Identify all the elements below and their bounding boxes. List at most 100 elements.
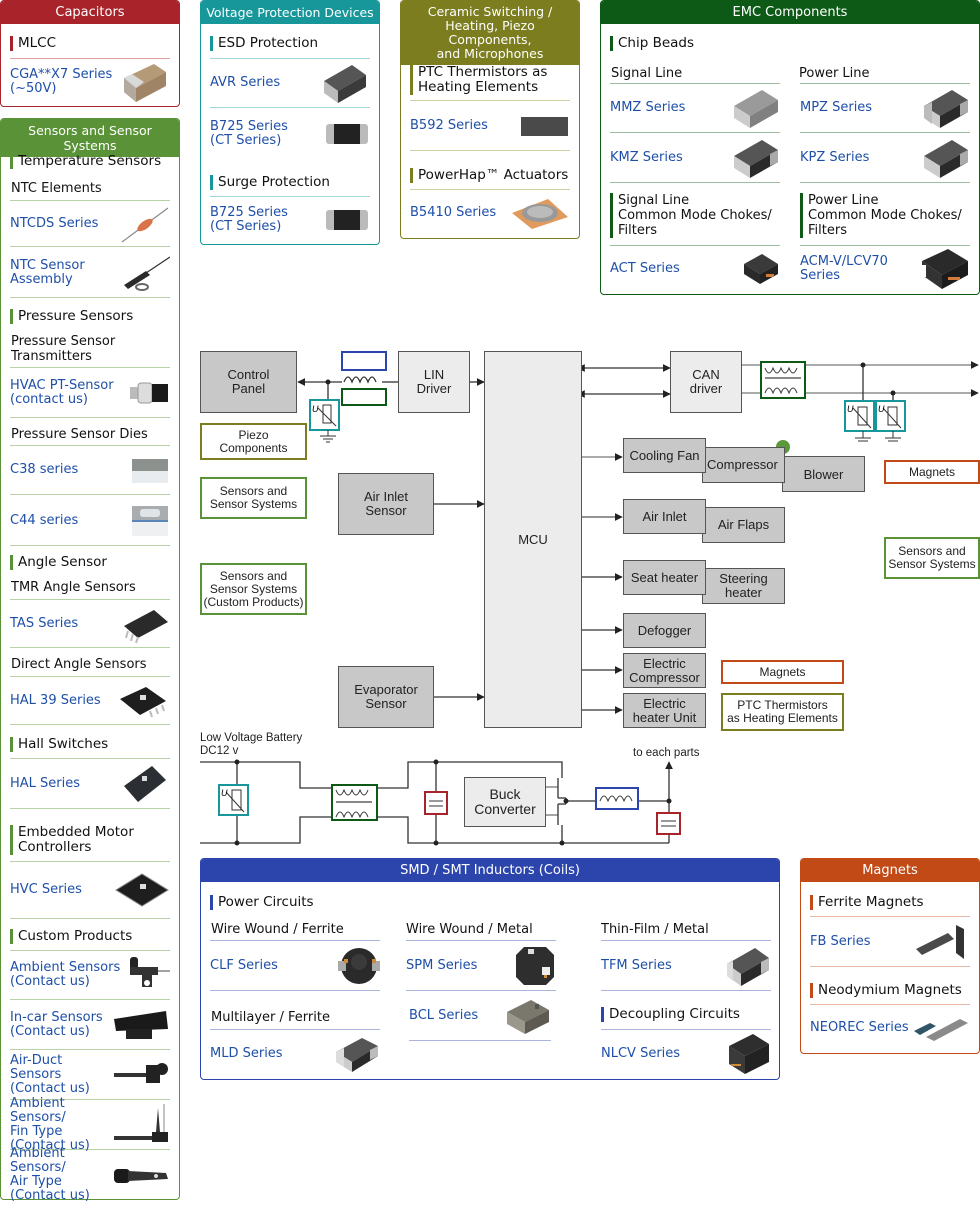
seat-heater-block[interactable]: Seat heater (623, 560, 706, 595)
acm-v-lcv70-link[interactable]: ACM-V/LCV70 Series (800, 254, 888, 283)
cga-x7-series-link[interactable]: CGA**X7 Series (~50V) (10, 67, 113, 96)
tfm-series-link[interactable]: TFM Series (601, 957, 672, 973)
neorec-series-row[interactable]: NEOREC Series (810, 1005, 970, 1051)
tas-series-row[interactable]: TAS Series (10, 600, 170, 648)
c44-series-link[interactable]: C44 series (10, 512, 79, 528)
magnets-label-2[interactable]: Magnets (721, 660, 844, 684)
act-series-row[interactable]: ACT Series (610, 246, 780, 292)
kmz-series-link[interactable]: KMZ Series (610, 150, 683, 165)
electric-heater-block[interactable]: Electric heater Unit (623, 693, 706, 728)
evaporator-sensor-block[interactable]: Evaporator Sensor (338, 666, 434, 728)
magnets-label-1[interactable]: Magnets (884, 460, 980, 484)
clf-series-link[interactable]: CLF Series (210, 957, 278, 973)
ntcds-series-row[interactable]: NTCDS Series (10, 201, 170, 247)
tfm-series-row[interactable]: TFM Series (601, 941, 771, 991)
avr-series-link[interactable]: AVR Series (210, 75, 281, 90)
cooling-fan-block[interactable]: Cooling Fan (623, 438, 706, 473)
b725-esd-row[interactable]: B725 Series (CT Series) (210, 109, 370, 159)
neorec-series-link[interactable]: NEOREC Series (810, 1020, 909, 1035)
lin-driver-block[interactable]: LIN Driver (398, 351, 470, 413)
piezo-components-label[interactable]: Piezo Components (200, 423, 307, 460)
c44-series-row[interactable]: C44 series (10, 496, 170, 546)
mpz-series-row[interactable]: MPZ Series (800, 84, 970, 133)
act-series-link[interactable]: ACT Series (610, 261, 680, 276)
nlcv-series-row[interactable]: NLCV Series (601, 1030, 771, 1078)
kpz-series-link[interactable]: KPZ Series (800, 150, 870, 165)
sensors-custom-label[interactable]: Sensors and Sensor Systems (Custom Produ… (200, 563, 307, 615)
sensors-systems-label-2[interactable]: Sensors and Sensor Systems (884, 537, 980, 579)
hvc-series-row[interactable]: HVC Series (10, 862, 170, 919)
tas-series-link[interactable]: TAS Series (10, 615, 79, 631)
bcl-series-row[interactable]: BCL Series (409, 992, 551, 1041)
cga-x7-series-row[interactable]: CGA**X7 Series (~50V) (10, 59, 170, 105)
emc-header[interactable]: EMC Components (601, 1, 979, 24)
hvc-series-link[interactable]: HVC Series (10, 882, 82, 897)
buck-converter-block[interactable]: Buck Converter (464, 777, 546, 827)
b5410-series-row[interactable]: B5410 Series (410, 190, 570, 236)
air-duct-sensors-row[interactable]: Air-Duct Sensors (Contact us) (10, 1051, 170, 1100)
sensors-systems-label-1[interactable]: Sensors and Sensor Systems (200, 477, 307, 519)
b592-series-link[interactable]: B592 Series (410, 117, 488, 133)
ptc-label[interactable]: PTC Thermistors as Heating Elements (721, 693, 844, 731)
bcl-series-link[interactable]: BCL Series (409, 1008, 479, 1023)
ambient-sensors-row[interactable]: Ambient Sensors (Contact us) (10, 951, 170, 1000)
air-inlet-block[interactable]: Air Inlet (623, 499, 706, 534)
ambient-fin-type-row[interactable]: Ambient Sensors/ Fin Type (Contact us) (10, 1097, 170, 1153)
ntc-sensor-assembly-row[interactable]: NTC Sensor Assembly (10, 248, 170, 298)
avr-series-row[interactable]: AVR Series (210, 59, 370, 108)
hvac-pt-sensor-row[interactable]: HVAC PT-Sensor (contact us) (10, 368, 170, 418)
air-duct-sensors-link[interactable]: Air-Duct Sensors (Contact us) (10, 1053, 90, 1096)
mld-series-link[interactable]: MLD Series (210, 1046, 283, 1061)
hal-39-series-row[interactable]: HAL 39 Series (10, 677, 170, 725)
hall-switches-heading: Hall Switches (10, 737, 108, 752)
magnets-header[interactable]: Magnets (801, 859, 979, 882)
acm-v-lcv70-row[interactable]: ACM-V/LCV70 Series (800, 246, 970, 292)
sensors-header[interactable]: Sensors and Sensor Systems (1, 119, 179, 157)
mpz-series-link[interactable]: MPZ Series (800, 100, 873, 115)
hal-39-series-link[interactable]: HAL 39 Series (10, 692, 101, 708)
control-panel-block[interactable]: Control Panel (200, 351, 297, 413)
kmz-series-row[interactable]: KMZ Series (610, 134, 780, 183)
compressor-block[interactable]: Compressor (702, 447, 785, 483)
fb-series-row[interactable]: FB Series (810, 917, 970, 967)
ambient-air-type-link[interactable]: Ambient Sensors/ Air Type (Contact us) (10, 1146, 90, 1203)
electric-compressor-block[interactable]: Electric Compressor (623, 653, 706, 688)
hal-series-row[interactable]: HAL Series (10, 759, 170, 809)
in-car-sensors-link[interactable]: In-car Sensors (Contact us) (10, 1010, 103, 1039)
b725-surge-link[interactable]: B725 Series (CT Series) (210, 205, 288, 234)
spm-series-row[interactable]: SPM Series (406, 941, 556, 991)
ntcds-series-link[interactable]: NTCDS Series (10, 215, 99, 231)
c38-series-row[interactable]: C38 series (10, 446, 170, 495)
ambient-sensors-link[interactable]: Ambient Sensors (Contact us) (10, 960, 121, 989)
air-flaps-block[interactable]: Air Flaps (702, 507, 785, 543)
b725-surge-row[interactable]: B725 Series (CT Series) (210, 197, 370, 243)
ambient-fin-type-link[interactable]: Ambient Sensors/ Fin Type (Contact us) (10, 1096, 90, 1153)
fb-series-link[interactable]: FB Series (810, 933, 871, 949)
can-driver-block[interactable]: CAN driver (670, 351, 742, 413)
spm-series-link[interactable]: SPM Series (406, 957, 478, 973)
b5410-series-link[interactable]: B5410 Series (410, 205, 497, 220)
in-car-sensors-row[interactable]: In-car Sensors (Contact us) (10, 1001, 170, 1050)
voltage-protection-header[interactable]: Voltage Protection Devices (201, 1, 379, 24)
steering-heater-block[interactable]: Steering heater (702, 568, 785, 604)
defogger-block[interactable]: Defogger (623, 613, 706, 648)
c38-series-link[interactable]: C38 series (10, 462, 79, 477)
mld-series-row[interactable]: MLD Series (210, 1030, 380, 1078)
ntc-sensor-assembly-link[interactable]: NTC Sensor Assembly (10, 257, 85, 287)
inductors-header[interactable]: SMD / SMT Inductors (Coils) (201, 859, 779, 882)
b725-esd-link[interactable]: B725 Series (CT Series) (210, 119, 288, 148)
kpz-series-row[interactable]: KPZ Series (800, 134, 970, 183)
hal-series-link[interactable]: HAL Series (10, 775, 81, 791)
nlcv-series-link[interactable]: NLCV Series (601, 1046, 681, 1061)
ambient-air-type-row[interactable]: Ambient Sensors/ Air Type (Contact us) (10, 1147, 170, 1203)
ceramic-header[interactable]: Ceramic Switching / Heating, Piezo Compo… (401, 1, 579, 65)
mmz-series-link[interactable]: MMZ Series (610, 100, 686, 115)
mmz-series-row[interactable]: MMZ Series (610, 84, 780, 133)
b592-series-row[interactable]: B592 Series (410, 101, 570, 151)
hvac-pt-sensor-link[interactable]: HVAC PT-Sensor (contact us) (10, 377, 114, 407)
clf-series-row[interactable]: CLF Series (210, 941, 380, 991)
capacitors-header[interactable]: Capacitors (1, 1, 179, 24)
blower-block[interactable]: Blower (782, 456, 865, 492)
mcu-block[interactable]: MCU (484, 351, 582, 728)
air-inlet-sensor-block[interactable]: Air Inlet Sensor (338, 473, 434, 535)
